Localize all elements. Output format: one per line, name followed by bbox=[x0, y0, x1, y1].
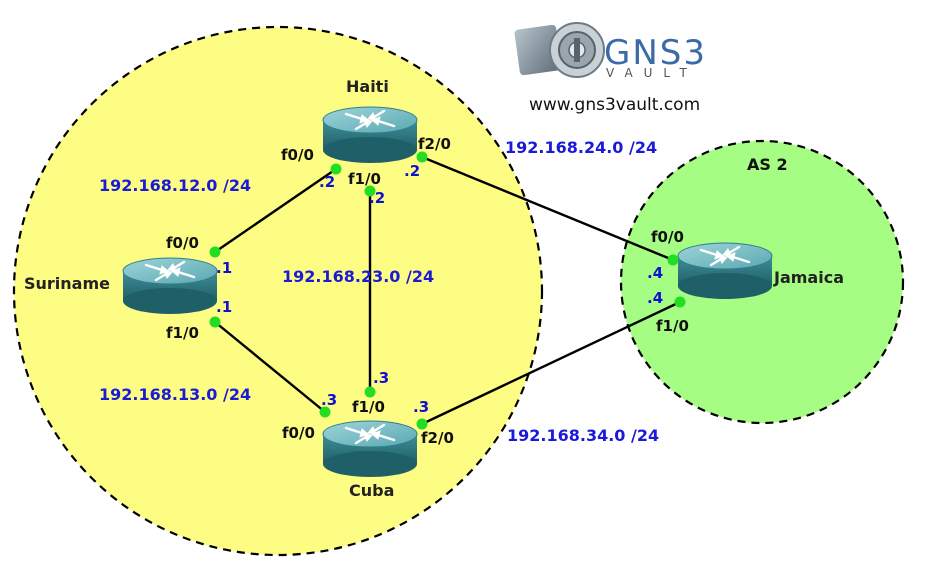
cuba-f20-label: f2/0 bbox=[421, 429, 454, 447]
router-haiti-label: Haiti bbox=[346, 77, 389, 96]
router-suriname[interactable] bbox=[121, 256, 219, 316]
suriname-f10-label: f1/0 bbox=[166, 324, 199, 342]
haiti-f20-label: f2/0 bbox=[418, 135, 451, 153]
network-label-24: 192.168.24.0 /24 bbox=[505, 138, 657, 157]
endpoint-haiti-f20 bbox=[416, 151, 428, 163]
router-jamaica[interactable] bbox=[676, 241, 774, 301]
jamaica-f00-host: .4 bbox=[647, 264, 663, 282]
jamaica-f10-host: .4 bbox=[647, 289, 663, 307]
link-haiti-jamaica bbox=[421, 155, 674, 262]
router-suriname-label: Suriname bbox=[24, 274, 110, 293]
endpoint-haiti-f10 bbox=[364, 185, 376, 197]
logo-url: www.gns3vault.com bbox=[529, 95, 700, 115]
endpoint-suriname-f00 bbox=[209, 246, 221, 258]
endpoint-suriname-f10 bbox=[209, 316, 221, 328]
haiti-f00-label: f0/0 bbox=[281, 146, 314, 164]
haiti-f20-host: .2 bbox=[404, 162, 420, 180]
logo-brand-text: GNS3 bbox=[604, 33, 707, 73]
link-suriname-haiti bbox=[214, 168, 337, 253]
cuba-f20-host: .3 bbox=[413, 398, 429, 416]
suriname-f10-host: .1 bbox=[216, 298, 232, 316]
router-jamaica-label: Jamaica bbox=[773, 268, 844, 287]
haiti-f10-label: f1/0 bbox=[348, 170, 381, 188]
link-cuba-jamaica bbox=[421, 300, 681, 426]
as1-zone bbox=[12, 25, 544, 557]
suriname-f00-host: .1 bbox=[216, 259, 232, 277]
network-label-34: 192.168.34.0 /24 bbox=[507, 426, 659, 445]
cuba-f10-label: f1/0 bbox=[352, 398, 385, 416]
logo-tagline: VAULT bbox=[606, 66, 698, 80]
cuba-f10-host: .3 bbox=[373, 369, 389, 387]
endpoint-haiti-f00 bbox=[330, 163, 342, 175]
jamaica-f10-label: f1/0 bbox=[656, 317, 689, 335]
endpoint-jamaica-f00 bbox=[667, 254, 679, 266]
gns3-vault-logo: GNS3 VAULT www.gns3vault.com bbox=[514, 22, 707, 115]
network-label-12: 192.168.12.0 /24 bbox=[99, 176, 251, 195]
endpoint-cuba-f00 bbox=[319, 406, 331, 418]
router-cuba-label: Cuba bbox=[349, 481, 394, 500]
vault-door-icon bbox=[514, 22, 605, 78]
cuba-f00-label: f0/0 bbox=[282, 424, 315, 442]
haiti-f00-host: .2 bbox=[319, 173, 335, 191]
network-label-13: 192.168.13.0 /24 bbox=[99, 385, 251, 404]
endpoint-cuba-f20 bbox=[416, 418, 428, 430]
cuba-f00-host: .3 bbox=[321, 391, 337, 409]
endpoint-cuba-f10 bbox=[364, 386, 376, 398]
suriname-f00-label: f0/0 bbox=[166, 234, 199, 252]
router-cuba[interactable] bbox=[321, 419, 419, 479]
haiti-f10-host: .2 bbox=[369, 189, 385, 207]
router-haiti[interactable] bbox=[321, 105, 419, 165]
network-label-23: 192.168.23.0 /24 bbox=[282, 267, 434, 286]
endpoint-jamaica-f10 bbox=[674, 296, 686, 308]
as2-label: AS 2 bbox=[747, 155, 788, 174]
link-suriname-cuba bbox=[214, 321, 326, 413]
jamaica-f00-label: f0/0 bbox=[651, 228, 684, 246]
